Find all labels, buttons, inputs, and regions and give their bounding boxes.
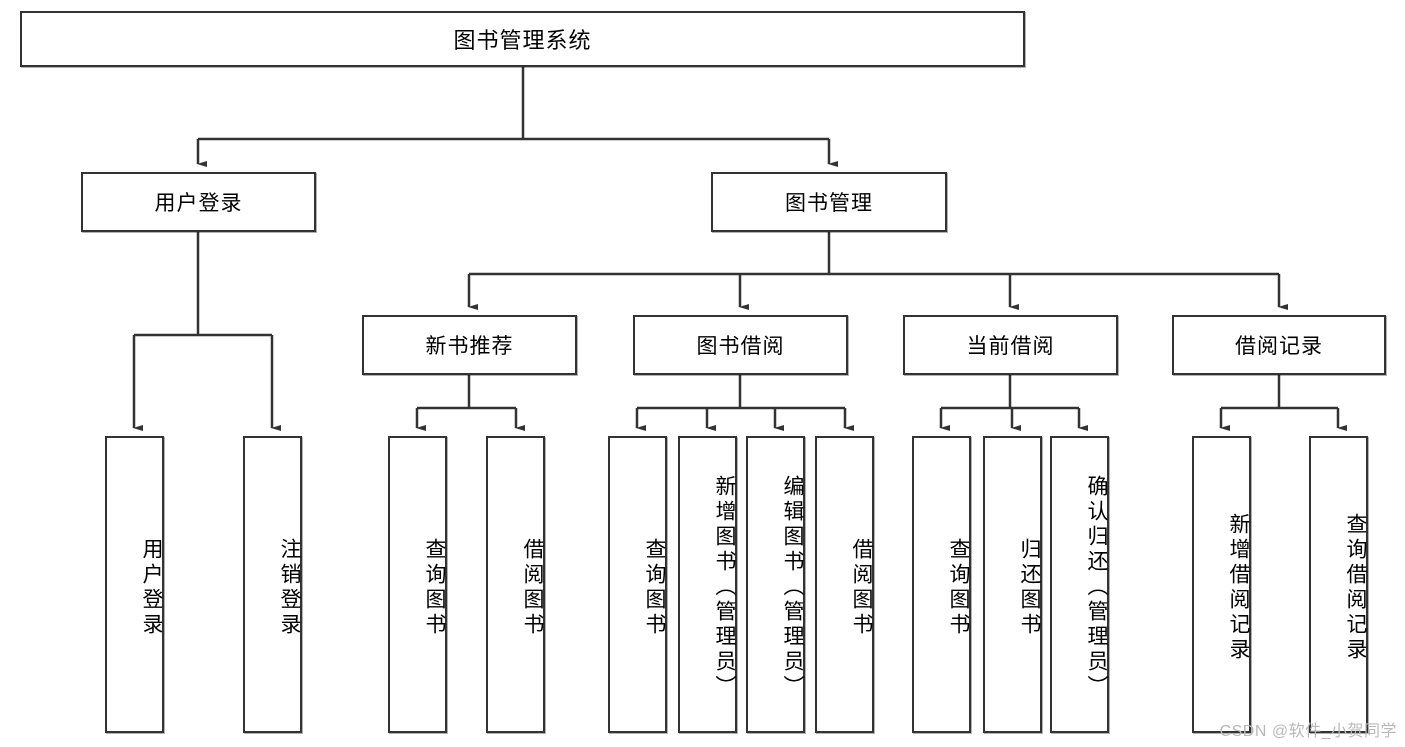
node-label: 查询图书 [423,537,446,638]
node-leaf-query-book-2[interactable]: 查询图书 [608,436,667,733]
node-leaf-user-login[interactable]: 用户登录 [105,436,164,733]
node-label: 图书借阅 [696,335,785,358]
node-label: 图书管理 [785,192,873,215]
node-leaf-return-book[interactable]: 归还图书 [983,436,1042,733]
node-current-borrow[interactable]: 当前借阅 [903,315,1118,375]
node-borrow-record[interactable]: 借阅记录 [1172,315,1386,375]
node-new-book-rec[interactable]: 新书推荐 [362,315,577,375]
node-leaf-borrow-book-2[interactable]: 借阅图书 [815,436,874,733]
node-label: 确认归还（管理员） [1085,475,1108,700]
node-label: 编辑图书（管理员） [781,475,804,700]
node-user-login[interactable]: 用户登录 [81,172,316,232]
node-book-borrow[interactable]: 图书借阅 [633,315,848,375]
node-leaf-query-record[interactable]: 查询借阅记录 [1309,436,1368,733]
node-label: 新增图书（管理员） [713,475,736,700]
node-leaf-confirm-return[interactable]: 确认归还（管理员） [1050,436,1109,733]
node-leaf-logout[interactable]: 注销登录 [243,436,302,733]
node-label: 查询借阅记录 [1344,512,1367,663]
node-label: 用户登录 [154,192,243,215]
node-label: 当前借阅 [966,335,1055,358]
node-root-system[interactable]: 图书管理系统 [20,11,1025,67]
node-label: 用户登录 [140,537,163,638]
node-leaf-query-book-1[interactable]: 查询图书 [388,436,447,733]
node-label: 借阅记录 [1235,335,1323,358]
node-label: 借阅图书 [850,537,873,638]
node-label: 注销登录 [278,537,301,638]
node-leaf-query-book-3[interactable]: 查询图书 [912,436,971,733]
node-leaf-add-book[interactable]: 新增图书（管理员） [678,436,737,733]
node-leaf-borrow-book-1[interactable]: 借阅图书 [486,436,545,733]
node-label: 图书管理系统 [453,28,592,53]
node-leaf-edit-book[interactable]: 编辑图书（管理员） [746,436,805,733]
node-label: 归还图书 [1018,537,1041,638]
node-leaf-add-record[interactable]: 新增借阅记录 [1192,436,1251,733]
node-book-manage[interactable]: 图书管理 [711,172,947,232]
node-label: 新增借阅记录 [1227,512,1250,663]
node-label: 新书推荐 [425,335,514,358]
node-label: 借阅图书 [521,537,544,638]
watermark-text: CSDN @软件_小贺同学 [1219,723,1397,740]
node-label: 查询图书 [947,537,970,638]
node-label: 查询图书 [643,537,666,638]
